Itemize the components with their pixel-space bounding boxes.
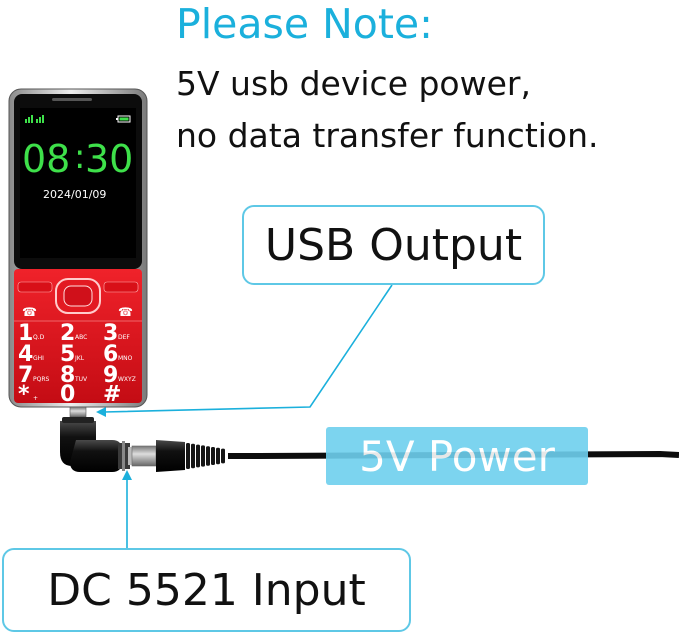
phone-key-number: # bbox=[103, 382, 121, 407]
phone-key-letters: TUV bbox=[74, 376, 88, 383]
phone-key-number: 0 bbox=[60, 382, 75, 407]
phone-key-letters: MNO bbox=[118, 355, 133, 362]
phone-key-number: 2 bbox=[60, 321, 75, 346]
strain-relief-ridge bbox=[216, 447, 220, 465]
usb-output-text: USB Output bbox=[264, 219, 523, 271]
note-line-1: 5V usb device power, bbox=[176, 64, 531, 103]
phone-key-letters: + bbox=[33, 395, 38, 402]
phone-key-letters: GHI bbox=[33, 355, 44, 362]
phone-key-number: * bbox=[18, 382, 30, 407]
dc-adapter bbox=[70, 440, 134, 472]
phone-keypad bbox=[14, 269, 142, 403]
phone-key: 0 bbox=[60, 382, 75, 407]
battery-icon bbox=[116, 115, 131, 123]
signal-icon bbox=[25, 115, 44, 123]
strain-relief-ridge bbox=[221, 448, 225, 464]
arrow-icon bbox=[122, 470, 132, 480]
phone-key-number: 9 bbox=[103, 363, 118, 388]
phone-key-number: 3 bbox=[103, 321, 118, 346]
phone-key-letters: ABC bbox=[75, 334, 87, 341]
phone-key: # bbox=[103, 382, 121, 407]
phone-key: *+ bbox=[18, 382, 38, 407]
phone-screen bbox=[20, 108, 136, 258]
dc-input-label: DC 5521 Input bbox=[2, 548, 411, 632]
phone-key-number: 6 bbox=[103, 342, 118, 367]
phone-time-minutes: 30 bbox=[85, 137, 133, 181]
strain-relief-ridge bbox=[211, 447, 215, 465]
phone-key-number: 4 bbox=[18, 342, 33, 367]
phone-key-letters: Q.D bbox=[33, 334, 45, 341]
strain-relief-ridge bbox=[201, 445, 205, 467]
phone-key-letters: JKL bbox=[74, 355, 85, 362]
phone-key-number: 7 bbox=[18, 363, 33, 388]
phone-time-colon: : bbox=[74, 137, 85, 177]
strain-relief-ridge bbox=[196, 444, 200, 468]
power-text: 5V Power bbox=[359, 431, 555, 481]
phone-time-hours: 08 bbox=[22, 137, 70, 181]
svg-text:☎: ☎ bbox=[22, 305, 37, 319]
phone-key-number: 5 bbox=[60, 342, 75, 367]
strain-relief-ridge bbox=[186, 443, 190, 469]
phone-key-letters: WXYZ bbox=[118, 376, 136, 383]
strain-relief-ridge bbox=[206, 446, 210, 466]
phone-key-letters: DEF bbox=[118, 334, 130, 341]
phone-key-number: 8 bbox=[60, 363, 75, 388]
power-label: 5V Power bbox=[326, 427, 588, 485]
note-title: Please Note: bbox=[176, 0, 433, 48]
note-line-2: no data transfer function. bbox=[176, 116, 599, 155]
arrow-icon bbox=[96, 407, 106, 417]
usb-pointer-line bbox=[103, 284, 393, 413]
phone-key-number: 1 bbox=[18, 321, 33, 346]
usb-output-label: USB Output bbox=[242, 205, 545, 285]
dc-input-text: DC 5521 Input bbox=[47, 564, 366, 616]
svg-text:☎: ☎ bbox=[118, 305, 133, 319]
phone-date: 2024/01/09 bbox=[43, 188, 106, 201]
strain-relief-ridge bbox=[191, 443, 195, 469]
dc-barrel-plug bbox=[131, 440, 225, 472]
phone-key-letters: PQRS bbox=[33, 376, 50, 383]
